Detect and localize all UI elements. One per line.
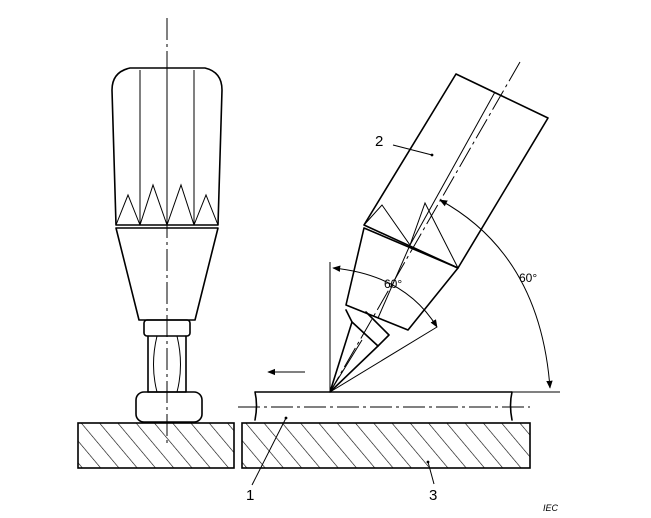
- iec-mark: IEC: [543, 503, 559, 513]
- label-tip-angle: 60°: [384, 277, 402, 291]
- vertical-tool-handle: [111, 67, 223, 226]
- tool-axis-line: [329, 61, 521, 393]
- label-support: 3: [429, 487, 437, 504]
- vertical-tool-view: [77, 18, 235, 469]
- inclination-angle-arc: [439, 199, 553, 389]
- leader-line-1: [251, 417, 287, 486]
- inclined-tool-view: [238, 61, 560, 486]
- vertical-tool-tip: [135, 391, 203, 423]
- specimen-plate: [254, 391, 513, 421]
- label-inclination-angle: 60°: [519, 271, 537, 285]
- right-support-plate: [241, 422, 531, 469]
- vertical-tool-collar: [115, 227, 219, 321]
- left-support-plate: [77, 422, 235, 469]
- tool-tip: [329, 321, 379, 393]
- label-specimen: 1: [246, 487, 254, 504]
- label-tool: 2: [375, 133, 383, 150]
- tip-angle-arc: [332, 265, 438, 328]
- leader-line-3: [427, 461, 435, 485]
- leader-line-2: [392, 144, 433, 156]
